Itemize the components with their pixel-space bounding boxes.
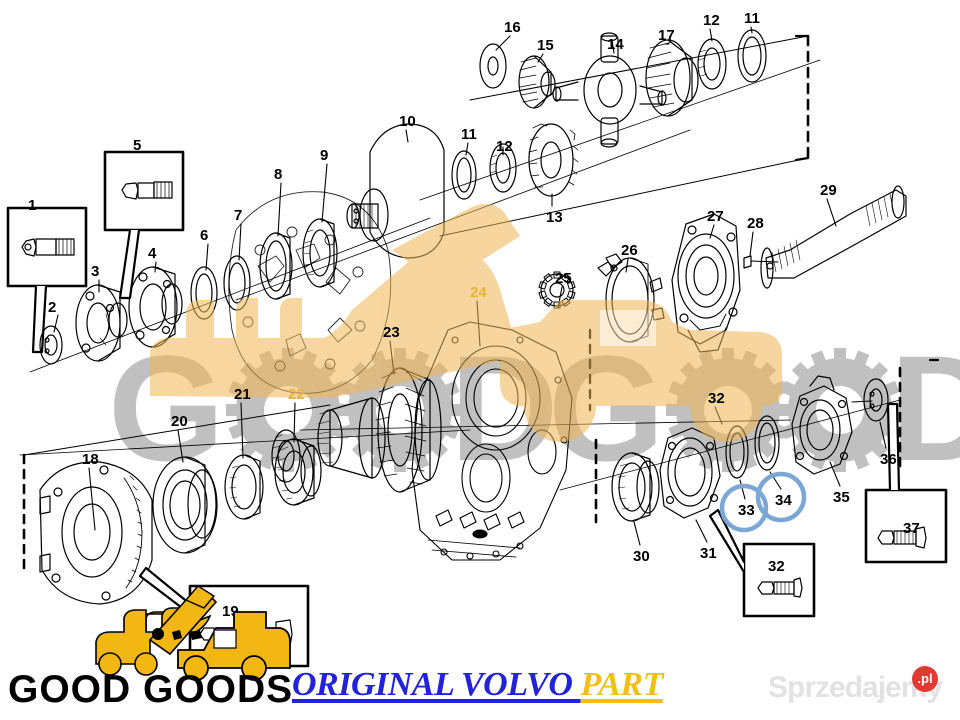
sprzedajemy-pl-badge: .pl [912,666,938,692]
good-goods-wordmark: GOOD GOODS [8,668,294,711]
brand-line: ORIGINAL VOLVO PART [292,666,663,704]
highlight-circle-33 [719,483,769,533]
part-text: PART [580,666,663,703]
original-volvo-text: ORIGINAL VOLVO [292,666,581,703]
highlight-circle-34 [755,471,807,523]
svg-text:D: D [890,324,960,492]
